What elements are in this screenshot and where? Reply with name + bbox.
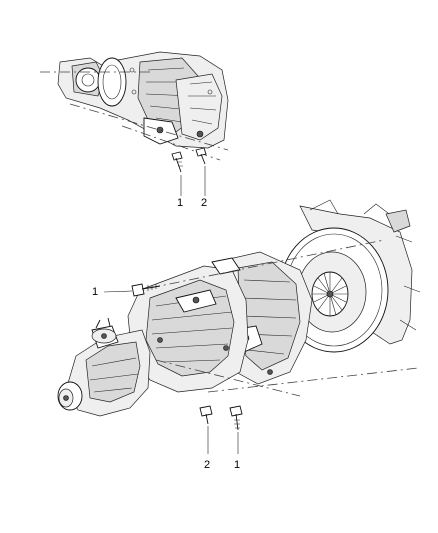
callout-top-bolt: 1 — [177, 197, 184, 209]
top-inset-bolt-1 — [171, 151, 183, 173]
centerline-lower — [207, 367, 419, 393]
left-bolt-leader — [103, 290, 133, 293]
callout-left-bolt: 1 — [92, 286, 99, 298]
output-yoke — [57, 381, 83, 411]
bottom-bolt-1 — [229, 405, 243, 431]
bottom-stud-2 — [199, 405, 213, 425]
top-inset-stud-2 — [195, 147, 207, 165]
centerline-bolts — [155, 359, 301, 397]
extension-housing — [65, 329, 151, 417]
top-inset-transmission — [40, 51, 229, 161]
shifter-tower — [91, 317, 119, 349]
callout-top-stud: 2 — [201, 197, 208, 209]
callout-bottom-stud: 2 — [204, 459, 211, 471]
left-bolt-1 — [131, 283, 161, 297]
callout-bottom-bolt: 1 — [234, 459, 241, 471]
